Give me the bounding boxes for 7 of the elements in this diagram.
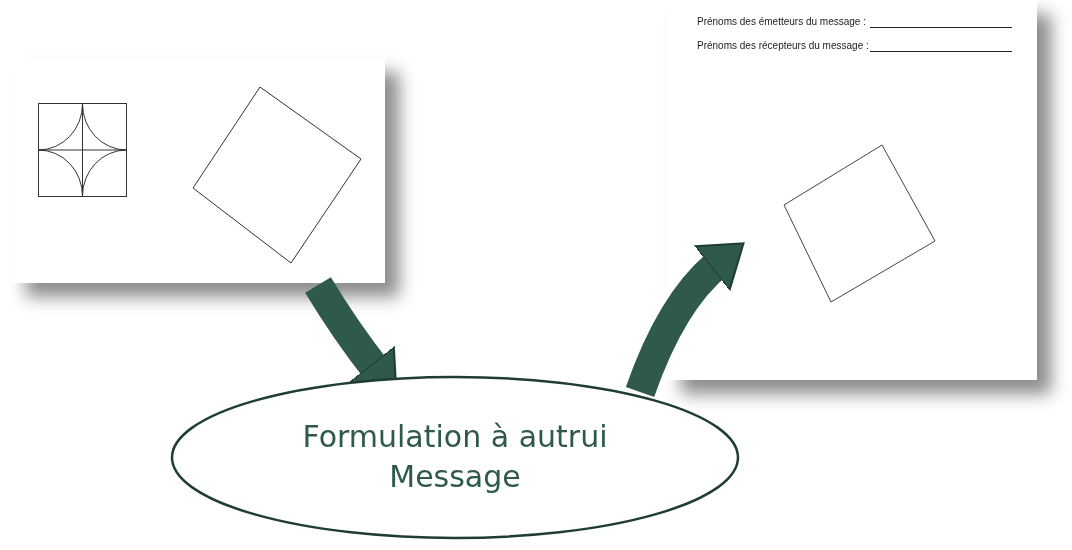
- paper-sheet: [12, 58, 385, 283]
- oval-text: Formulation à autrui: [301, 419, 609, 455]
- paper-sheet: [667, 0, 1037, 380]
- curved-arrow: [625, 241, 744, 398]
- oval-text: Message: [388, 459, 522, 495]
- prompt-text: Prénoms des émetteurs du message :: [697, 16, 866, 27]
- prompt-text: Prénoms des récepteurs du message :: [697, 40, 869, 51]
